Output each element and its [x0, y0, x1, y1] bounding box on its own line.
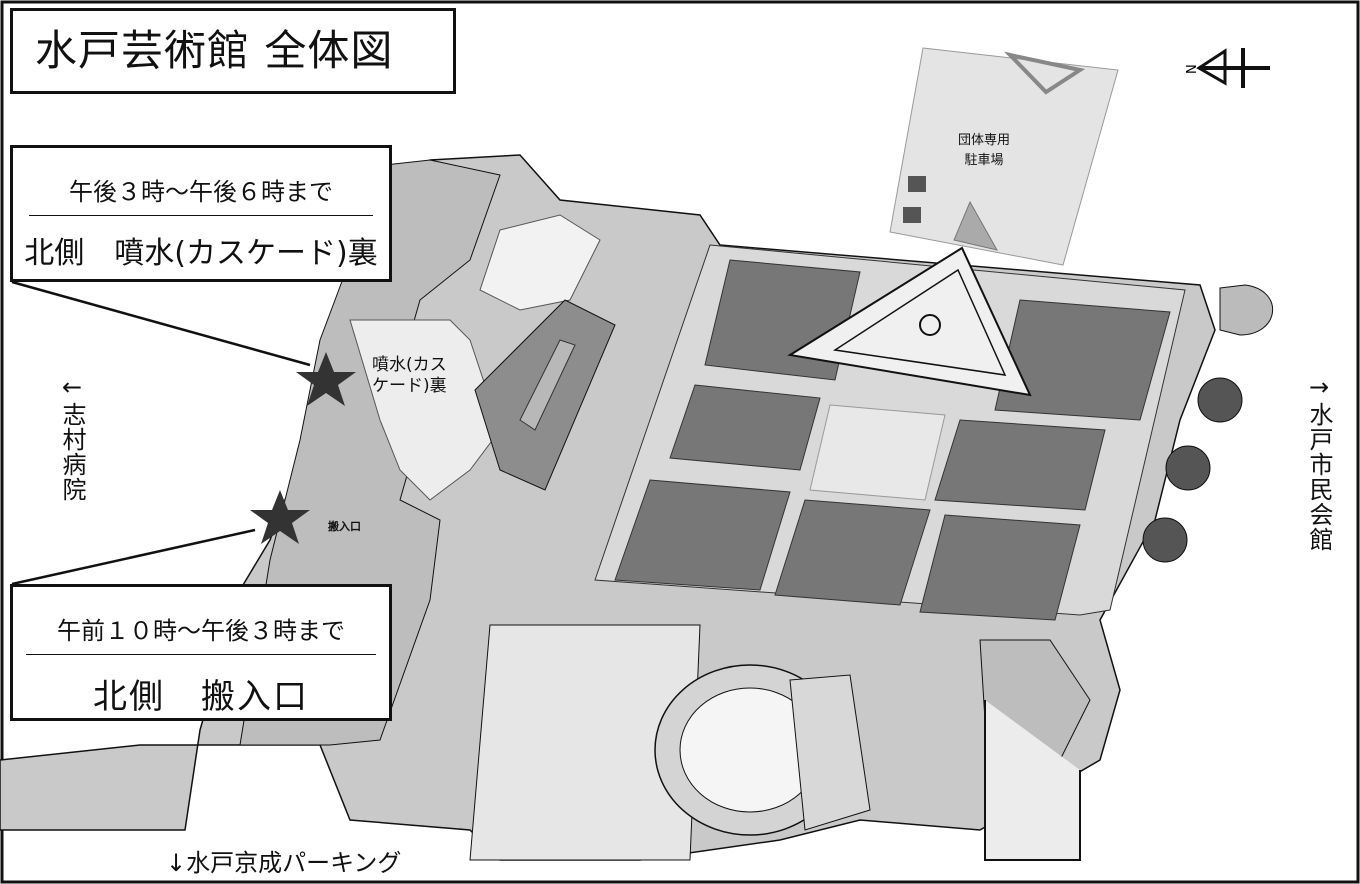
callout-time: 午前１０時〜午後３時まで [26, 587, 376, 655]
direction-label: 水戸市民会館 [1305, 402, 1333, 552]
courtyard-north [479, 214, 601, 311]
plaza-center [809, 404, 946, 501]
arrow-left-icon: ← [61, 373, 83, 401]
callout-line-loading [11, 528, 256, 586]
map-label-line: 団体専用 [958, 133, 1011, 148]
callout-place: 北側 噴水(カスケード)裏 [24, 236, 378, 271]
map-label-fountain-back: 噴水(カス ケード)裏 [372, 355, 447, 397]
map-label-line: 噴水(カス [372, 355, 447, 375]
arrow-right-icon: → [1308, 373, 1330, 401]
callout-north-loading: 午前１０時〜午後３時まで 北側 搬入口 [10, 584, 392, 721]
parking-entrance-marker [1003, 51, 1086, 95]
compass-north-icon: N [1185, 48, 1270, 88]
fountain-area [349, 319, 501, 501]
callout-time: 午後３時〜午後６時まで [29, 148, 373, 216]
callout-north-fountain: 午後３時〜午後６時まで 北側 噴水(カスケード)裏 [10, 145, 392, 282]
callout-place: 北側 搬入口 [93, 677, 309, 717]
south-garden [984, 700, 1081, 861]
star-marker-icon [250, 490, 310, 544]
compass-label: N [1185, 64, 1200, 74]
direction-shimura-hospital: ← 志村病院 [56, 372, 88, 502]
star-marker-icon [296, 352, 356, 406]
wheelchair-icon [903, 176, 926, 223]
direction-mito-civic-hall: → 水戸市民会館 [1303, 372, 1335, 552]
plaza-lawn-blocks [614, 259, 1171, 621]
theatre-backstage [789, 674, 871, 831]
direction-keisei-parking: ↓水戸京成パーキング [166, 849, 402, 877]
parking-exit-marker [953, 200, 998, 251]
art-tower-inner [832, 268, 1007, 376]
direction-label: 志村病院 [58, 402, 86, 502]
page-title: 水戸芸術館 全体図 [10, 8, 456, 94]
tree-icons [1142, 377, 1243, 563]
callout-line-fountain [11, 280, 311, 367]
map-label-line: 駐車場 [964, 153, 1004, 168]
tower-circle [919, 314, 941, 336]
map-label-loading-dock: 搬入口 [328, 520, 361, 533]
concert-hall [469, 624, 701, 861]
map-label-group-parking: 団体専用 駐車場 [958, 131, 1010, 171]
map-label-line: ケード)裏 [372, 376, 447, 396]
ne-pavilion [1219, 284, 1273, 336]
cascade-steps [519, 339, 576, 431]
art-tower-base [787, 246, 1032, 397]
